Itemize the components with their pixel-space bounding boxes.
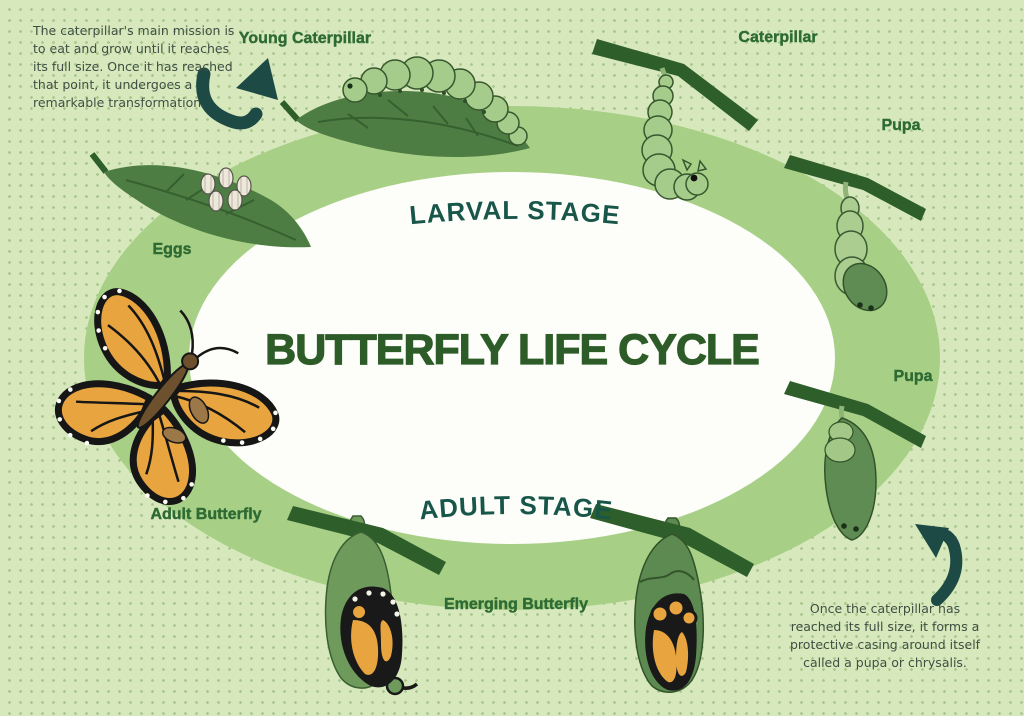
note-line: protective casing around itself (790, 637, 981, 652)
note-line: to eat and grow until it reaches (33, 41, 230, 56)
eggs-on-leaf (89, 152, 311, 248)
arrow-up-right-icon (196, 58, 278, 130)
branch (784, 381, 926, 448)
label-eggs: Eggs (152, 241, 192, 258)
adult-monarch-butterfly (54, 288, 280, 505)
pupa-hanging-dark-green (784, 381, 926, 541)
svg-text:LARVAL STAGE: LARVAL STAGE (408, 195, 622, 230)
branch (287, 506, 446, 575)
leaf-stem (279, 100, 301, 122)
label-emerging-butterfly: Emerging Butterfly (443, 596, 589, 613)
note-bottom-right: Once the caterpillar has reached its ful… (790, 600, 980, 672)
note-line: reached its full size, it forms a (790, 619, 980, 634)
note-line: remarkable transformation. (33, 95, 206, 110)
caterpillar-hanging-from-branch (592, 39, 758, 201)
larval-stage-arc: LARVAL STAGE (408, 195, 622, 230)
note-line: that point, it undergoes a (33, 77, 193, 92)
left-hindwing (54, 380, 154, 446)
caterpillar (641, 74, 709, 201)
young-caterpillar (342, 56, 528, 146)
left-forewing (94, 288, 171, 389)
arrow-up-left-icon (915, 524, 963, 606)
note-line: The caterpillar's main mission is (33, 23, 235, 38)
note-line: its full size. Once it has reached (33, 59, 233, 74)
young-caterpillar-on-leaf (279, 56, 530, 158)
caterpillar-eye (690, 174, 698, 182)
caterpillar-eye (347, 83, 353, 89)
leaf (104, 165, 311, 248)
branch (784, 155, 926, 221)
label-adult-butterfly: Adult Butterfly (150, 506, 262, 523)
note-top-left: The caterpillar's main mission is to eat… (33, 22, 234, 112)
note-line: Once the caterpillar has (809, 601, 961, 616)
emerging-wing (340, 586, 403, 688)
note-line: called a pupa or chrysalis. (803, 655, 967, 670)
svg-text:ADULT STAGE: ADULT STAGE (418, 490, 615, 526)
adult-stage-arc: ADULT STAGE (418, 490, 615, 526)
branch (592, 39, 758, 131)
leaf-stem (89, 152, 109, 174)
antennae (179, 309, 239, 359)
label-pupa-right: Pupa (893, 368, 933, 385)
wing-pattern (645, 593, 698, 691)
adult-stage-label: ADULT STAGE (418, 490, 614, 526)
emerging-butterfly-chrysalis-right (590, 504, 754, 693)
butterfly-head (181, 352, 200, 371)
page-title: BUTTERFLY LIFE CYCLE (265, 325, 761, 374)
pupa-hanging-light-green (784, 155, 926, 312)
larval-stage-label: LARVAL STAGE (408, 195, 621, 230)
emerging-butterfly-chrysalis-left (287, 506, 446, 696)
pupa-tip (842, 262, 888, 312)
branch (590, 504, 754, 577)
label-pupa-top: Pupa (881, 117, 921, 134)
label-young-caterpillar: Young Caterpillar (238, 30, 372, 47)
label-caterpillar: Caterpillar (738, 29, 818, 46)
